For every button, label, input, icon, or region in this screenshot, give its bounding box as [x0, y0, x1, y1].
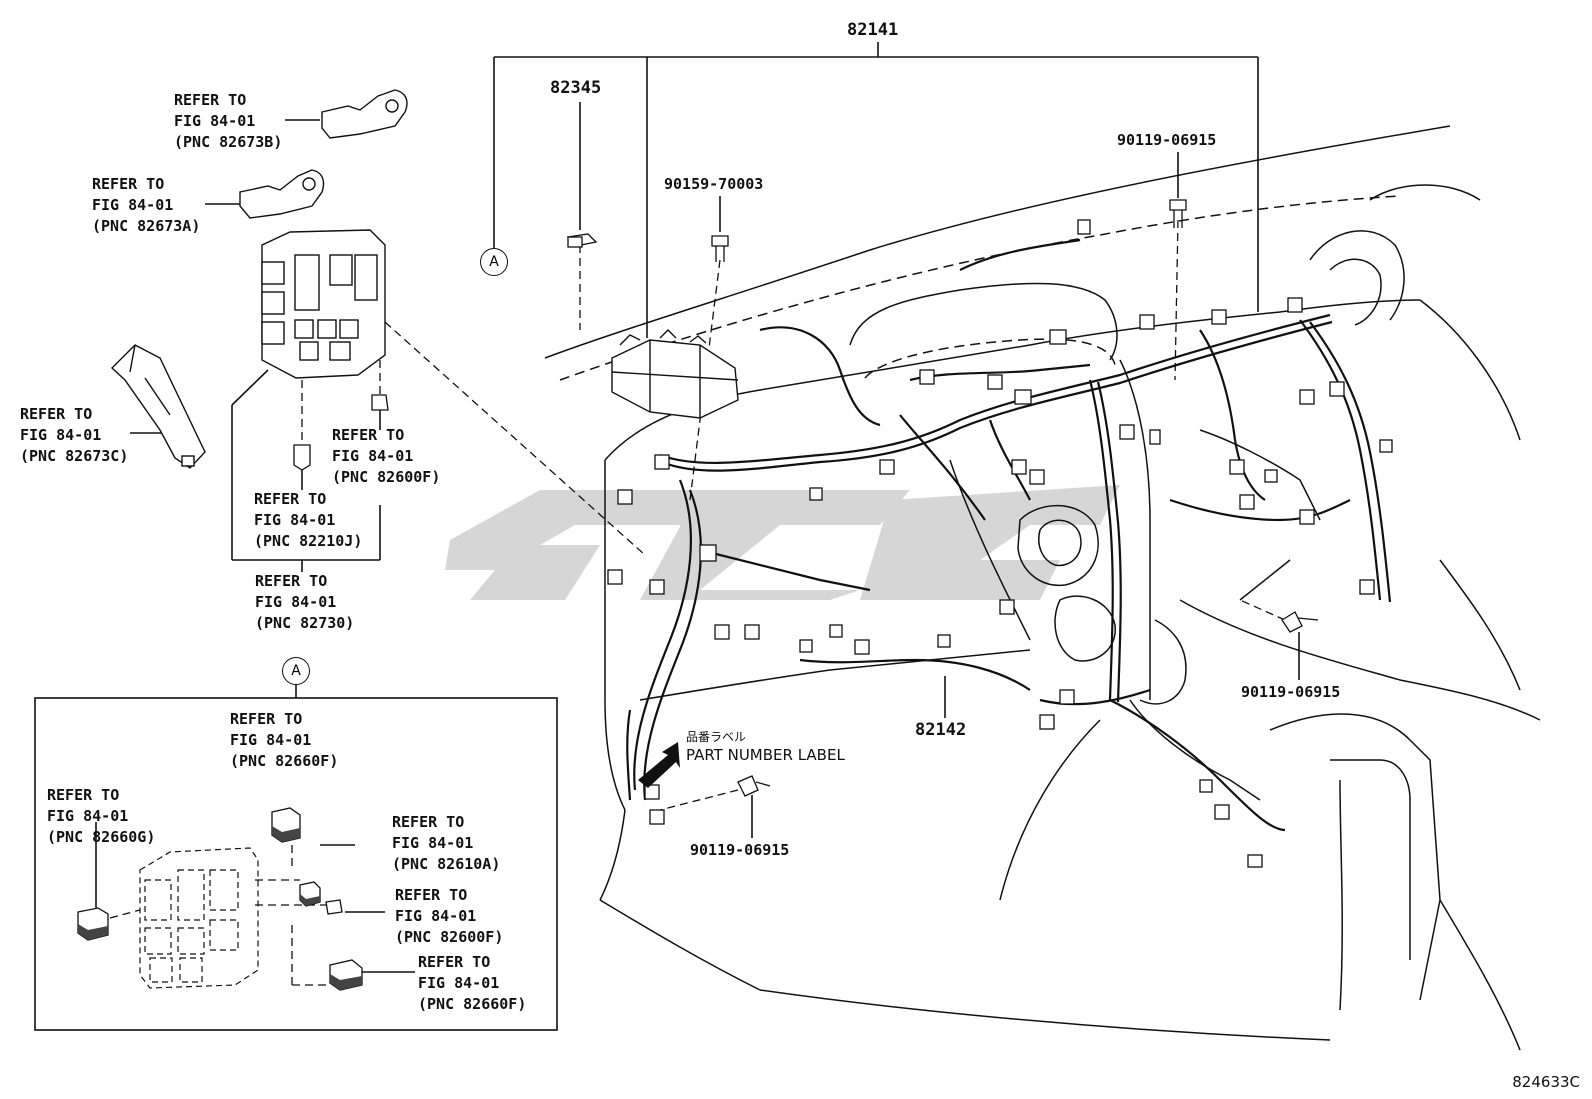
- bolts: [711, 199, 1319, 797]
- ref-82660f-b: REFER TO FIG 84-01 (PNC 82660F): [418, 953, 527, 1013]
- ref-82600f-top: REFER TO FIG 84-01 (PNC 82600F): [332, 426, 441, 486]
- small-clips: [293, 394, 389, 471]
- wire-harness: [626, 238, 1392, 832]
- ref-82600f-b: REFER TO FIG 84-01 (PNC 82600F): [395, 886, 504, 946]
- ref-82210j: REFER TO FIG 84-01 (PNC 82210J): [254, 490, 363, 550]
- ref-82660g: REFER TO FIG 84-01 (PNC 82660G): [47, 786, 156, 846]
- part-number-82142: 82142: [915, 720, 967, 740]
- ref-82730: REFER TO FIG 84-01 (PNC 82730): [255, 572, 355, 632]
- watermark-logo: [445, 485, 1120, 600]
- bolt-90119-06915-top: 90119-06915: [1117, 131, 1217, 149]
- view-marker-a-inset: A: [282, 657, 310, 685]
- figure-id: 824633C: [1512, 1073, 1580, 1091]
- ref-82673b: REFER TO FIG 84-01 (PNC 82673B): [174, 91, 283, 151]
- view-marker-a-main: A: [480, 248, 508, 276]
- inset-relay-block: [139, 847, 259, 989]
- relay-shading: [78, 826, 362, 990]
- relay-block: [261, 229, 386, 379]
- junction-block: [611, 329, 739, 419]
- fuse-82345: [566, 233, 598, 248]
- detail-view-frame: [34, 697, 558, 1031]
- connectors: [607, 219, 1393, 868]
- part-number-label-japanese: 品番ラベル: [686, 730, 747, 744]
- ref-82610a: REFER TO FIG 84-01 (PNC 82610A): [392, 813, 501, 873]
- bolt-90119-06915-bottom: 90119-06915: [690, 841, 790, 859]
- ref-82660f-a: REFER TO FIG 84-01 (PNC 82660F): [230, 710, 339, 770]
- bolt-90159-70003: 90159-70003: [664, 175, 764, 193]
- bolt-90119-06915-right: 90119-06915: [1241, 683, 1341, 701]
- part-number-82141: 82141: [847, 20, 899, 40]
- ref-82673c: REFER TO FIG 84-01 (PNC 82673C): [20, 405, 129, 465]
- clip-parts: [110, 89, 408, 469]
- part-number-label-english: PART NUMBER LABEL: [686, 746, 845, 764]
- label-arrow: [638, 742, 680, 788]
- ref-82673a: REFER TO FIG 84-01 (PNC 82673A): [92, 175, 201, 235]
- part-number-82345: 82345: [550, 78, 602, 98]
